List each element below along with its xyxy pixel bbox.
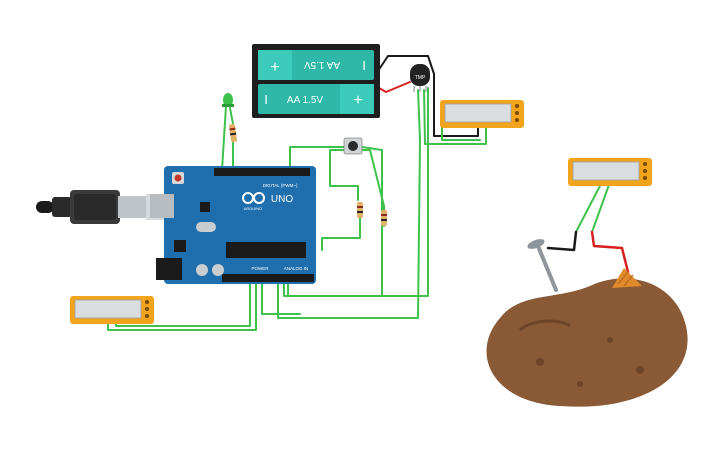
wire-tmp-gnd[interactable] bbox=[423, 89, 487, 145]
wire-potato-meter-1[interactable] bbox=[575, 181, 603, 233]
wire-potato-meter-2[interactable] bbox=[591, 181, 611, 233]
wire-battery-black[interactable] bbox=[375, 55, 479, 137]
wire-button-left[interactable] bbox=[289, 146, 345, 169]
arduino-uno-text: UNO bbox=[271, 194, 293, 205]
multimeter-bottom-left[interactable] bbox=[70, 296, 154, 324]
green-led[interactable] bbox=[222, 93, 234, 107]
battery-bottom-plus: + bbox=[353, 92, 362, 109]
wire-tmp-signal[interactable] bbox=[277, 89, 421, 319]
battery-pack[interactable]: + + I I AA 1.5V AA 1.5V bbox=[252, 44, 380, 118]
copper-electrode[interactable] bbox=[612, 268, 642, 288]
wire-led-anode[interactable] bbox=[221, 105, 227, 171]
battery-top-plus: + bbox=[270, 59, 279, 76]
digital-header-label: DIGITAL (PWM~) bbox=[263, 183, 298, 188]
power-header-label: POWER bbox=[251, 266, 269, 271]
arduino-brand-text: ARDUINO bbox=[244, 206, 262, 211]
wire-tmp-vcc[interactable] bbox=[283, 87, 429, 297]
wire-potato-black[interactable] bbox=[546, 230, 578, 252]
multimeter-potato[interactable] bbox=[568, 158, 652, 186]
resistor-led[interactable] bbox=[229, 123, 237, 143]
wire-meter-right-lead[interactable] bbox=[441, 125, 481, 141]
arduino-uno-board[interactable]: UNO ARDUINO DIGITAL (PWM~) POWER ANALOG … bbox=[150, 166, 316, 284]
wire-potato-red[interactable] bbox=[590, 230, 630, 274]
battery-bottom-minus: I bbox=[264, 92, 268, 107]
infinity-logo-icon bbox=[242, 192, 265, 204]
battery-top-minus: I bbox=[362, 58, 366, 73]
wire-res1-down[interactable] bbox=[321, 217, 361, 251]
resistor-right[interactable] bbox=[381, 210, 387, 226]
push-button[interactable] bbox=[343, 137, 363, 155]
sensor-label: TMP bbox=[415, 75, 426, 81]
resistor-button[interactable] bbox=[357, 202, 363, 218]
analog-header-label: ANALOG IN bbox=[284, 266, 309, 271]
wire-res2[interactable] bbox=[361, 149, 385, 227]
battery-top-label: AA 1.5V bbox=[304, 59, 340, 70]
wire-button-res1[interactable] bbox=[329, 149, 359, 201]
multimeter-top[interactable] bbox=[440, 100, 524, 128]
battery-bottom-label: AA 1.5V bbox=[287, 95, 323, 106]
wire-analog[interactable] bbox=[261, 281, 301, 315]
usb-cable[interactable] bbox=[36, 190, 168, 224]
temperature-sensor[interactable]: TMP bbox=[410, 64, 430, 92]
nail-icon[interactable] bbox=[526, 237, 558, 292]
potato[interactable] bbox=[486, 278, 688, 407]
